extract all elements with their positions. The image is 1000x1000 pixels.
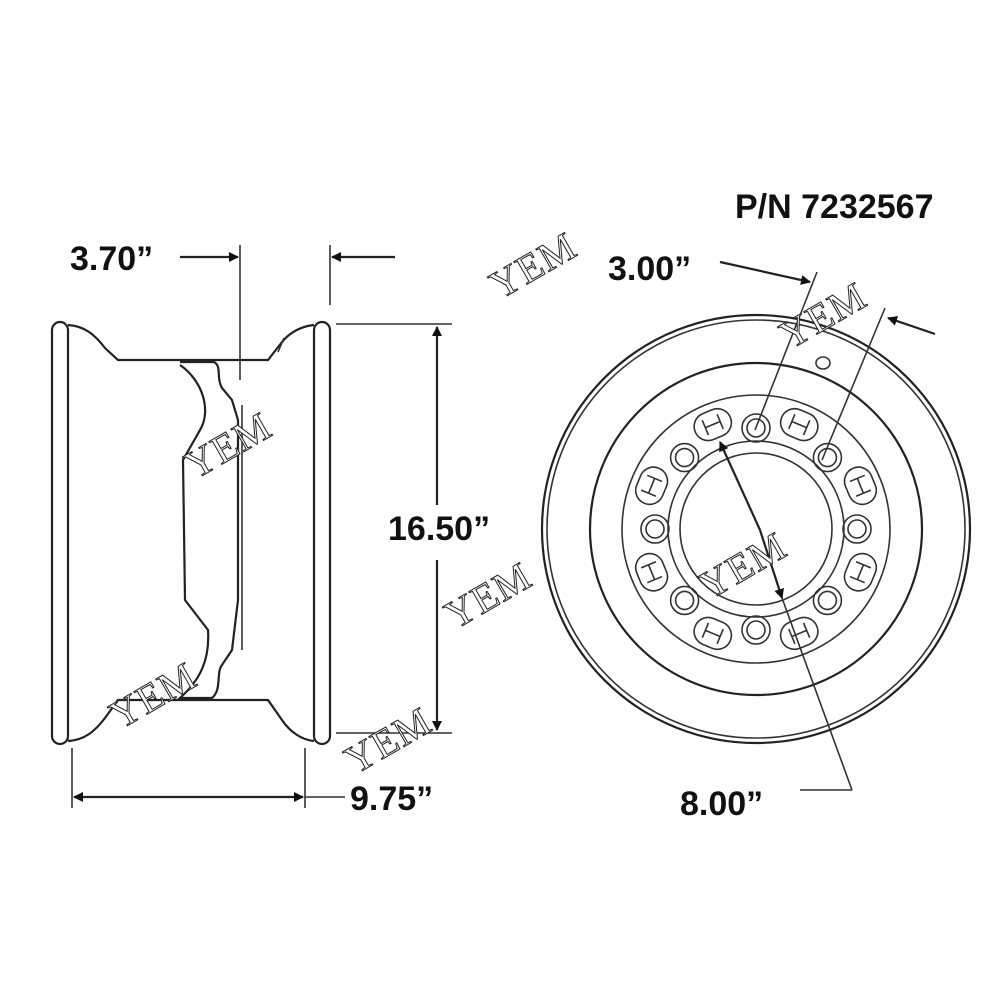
bolt-hole: [812, 585, 843, 616]
valve-mark: [277, 337, 285, 353]
bolt-pattern: [634, 407, 878, 651]
wheel-slot: [779, 616, 819, 651]
watermark: YEM: [337, 698, 439, 783]
bolt-hole: [741, 615, 771, 645]
front-dimensions: [718, 260, 936, 791]
wheel-slot: [843, 552, 878, 592]
watermark: YEM: [177, 403, 279, 488]
bolt-circle-label: 8.00”: [680, 785, 763, 823]
watermark: YEM: [772, 273, 874, 358]
rim-bottom-profile: [67, 698, 315, 743]
watermarks: YEM YEM YEM YEM YEM YEM YEM: [102, 222, 875, 783]
left-flange: [50, 320, 70, 746]
part-number: P/N 7232567: [735, 188, 934, 226]
wheel-slot: [779, 407, 819, 442]
watermark: YEM: [437, 553, 539, 638]
wheel-disc: [177, 360, 240, 700]
valve-hole: [815, 356, 831, 370]
offset-label: 3.70”: [70, 240, 153, 278]
watermark: YEM: [482, 223, 584, 308]
bolt-hole: [669, 442, 700, 473]
rim-diameter-label: 16.50”: [388, 510, 490, 548]
wheel-front-view: [540, 313, 972, 745]
center-hole-label: 3.00”: [608, 250, 691, 288]
watermark: YEM: [692, 523, 794, 608]
bolt-hole: [741, 413, 771, 443]
right-flange: [312, 320, 332, 746]
rim-side-profile: [50, 320, 332, 746]
wheel-slot: [634, 466, 669, 506]
watermark: YEM: [102, 653, 204, 738]
wheel-slot: [693, 616, 733, 651]
bolt-hole: [669, 585, 700, 616]
bolt-hole: [640, 514, 670, 544]
wheel-slot: [843, 466, 878, 506]
side-dimensions: [71, 245, 452, 808]
wheel-slot: [693, 407, 733, 442]
wheel-slot: [634, 552, 669, 592]
bolt-hole: [842, 514, 872, 544]
rim-top-profile: [67, 323, 315, 362]
rim-width-label: 9.75”: [350, 780, 433, 818]
